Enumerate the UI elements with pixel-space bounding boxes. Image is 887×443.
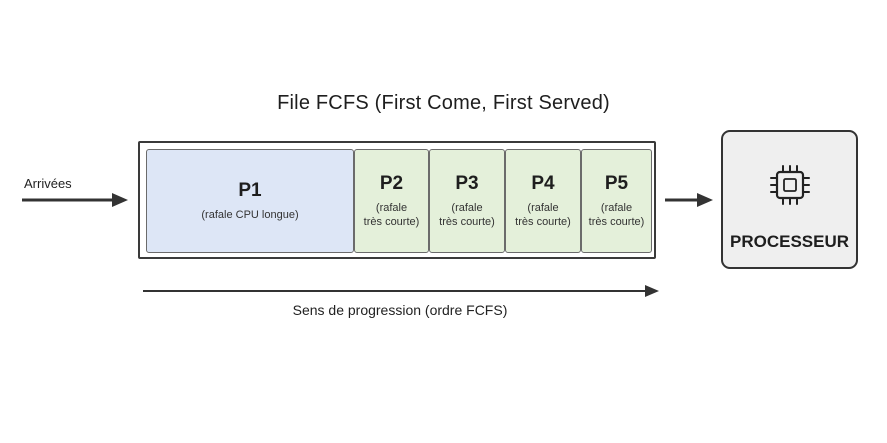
cpu-chip-icon xyxy=(770,165,810,205)
dispatch-arrow xyxy=(665,193,713,207)
diagram-title: File FCFS (First Come, First Served) xyxy=(277,92,610,114)
arrivals-label: Arrivées xyxy=(24,176,72,191)
process-burst-desc: (rafale xyxy=(451,202,483,214)
processor-box: PROCESSEUR xyxy=(721,130,858,269)
process-name: P3 xyxy=(455,173,479,194)
process-p3: P3 (rafale très courte) xyxy=(429,149,505,253)
process-burst-desc: très courte) xyxy=(588,216,645,228)
process-burst-desc: très courte) xyxy=(515,216,571,228)
processor-label: PROCESSEUR xyxy=(729,232,850,251)
process-name: P1 xyxy=(238,180,262,201)
process-p1: P1 (rafale CPU longue) xyxy=(146,149,354,253)
process-burst-desc: (rafale xyxy=(527,202,559,214)
process-p4: P4 (rafale très courte) xyxy=(505,149,581,253)
process-burst-desc: très courte) xyxy=(363,216,420,228)
fcfs-queue: P1 (rafale CPU longue) P2 (rafale très c… xyxy=(138,141,656,259)
process-burst-desc: (rafale xyxy=(600,202,633,214)
process-burst-desc: (rafale xyxy=(375,202,408,214)
progression-arrow xyxy=(143,285,659,297)
progression-label: Sens de progression (ordre FCFS) xyxy=(292,302,508,318)
process-p5: P5 (rafale très courte) xyxy=(581,149,652,253)
process-name: P4 xyxy=(531,173,555,194)
process-p2: P2 (rafale très courte) xyxy=(354,149,429,253)
process-burst-desc: (rafale CPU longue) xyxy=(201,209,299,221)
process-name: P5 xyxy=(604,173,629,194)
arrivals-arrow xyxy=(22,193,128,207)
process-burst-desc: très courte) xyxy=(439,216,495,228)
process-name: P2 xyxy=(379,173,404,194)
